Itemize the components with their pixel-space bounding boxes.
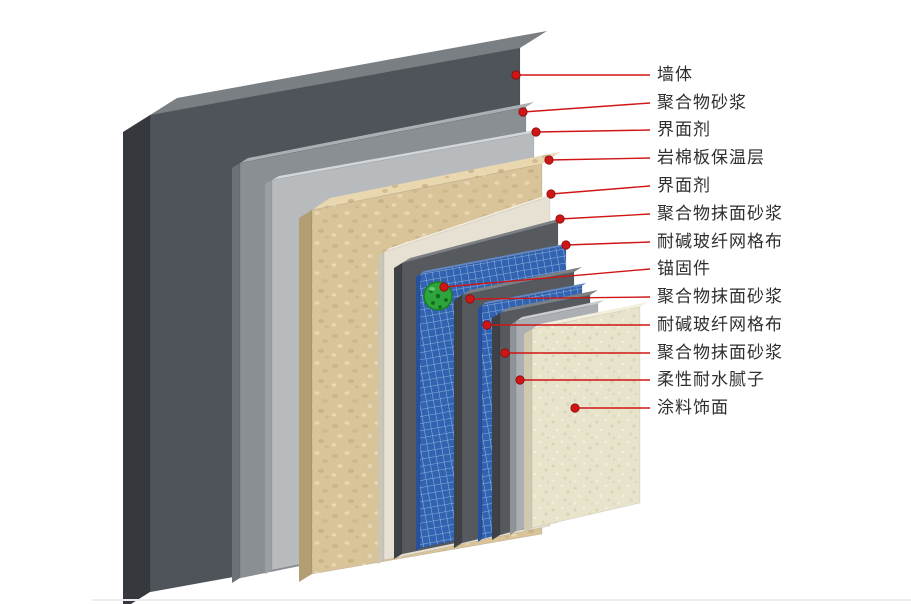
paint-finish-top-face	[532, 302, 648, 329]
leader-dot	[511, 70, 521, 80]
leader-dot	[555, 214, 565, 224]
leader-line	[565, 241, 651, 246]
leader-dot	[482, 320, 492, 330]
leader-line	[559, 213, 651, 220]
leader-dot	[500, 348, 510, 358]
render-mortar-2-left-face	[454, 295, 462, 548]
wall-top-face	[150, 31, 547, 115]
glassfiber-mesh-2-left-face	[478, 305, 482, 542]
polymer-mortar-1-left-face	[232, 163, 240, 583]
render-mortar-3-top-face	[500, 290, 598, 313]
leader-dot	[544, 155, 554, 165]
paint-finish-left-face	[524, 329, 532, 533]
leader-dot	[465, 294, 475, 304]
leader-dot	[439, 282, 449, 292]
leader-dot	[531, 127, 541, 137]
leader-dot	[570, 403, 580, 413]
flexible-putty-left-face	[510, 321, 516, 535]
paint-finish-texture	[532, 307, 640, 528]
render-mortar-3-left-face	[492, 313, 500, 540]
interface-agent-2-left-face	[378, 252, 384, 564]
glassfiber-mesh-1-top-face	[420, 243, 570, 274]
flexible-putty-top-face	[516, 300, 604, 321]
layer-paint-finish	[524, 302, 648, 533]
render-mortar-1-left-face	[394, 263, 402, 559]
leader-line	[469, 296, 651, 300]
rockwool-left-face	[299, 210, 312, 582]
leader-dot	[546, 189, 556, 199]
leader-line	[548, 157, 651, 161]
anchor-ring	[423, 281, 453, 311]
leader-dot	[518, 107, 528, 117]
ground-line	[92, 599, 911, 601]
leader-dots	[439, 70, 580, 413]
render-mortar-2-top-face	[462, 267, 582, 295]
leader-lines	[443, 74, 651, 409]
wall-left-face	[123, 115, 150, 604]
leader-line	[443, 268, 651, 288]
interface-agent-1-left-face	[265, 180, 272, 574]
polymer-mortar-1-top-face	[240, 102, 534, 163]
interface-agent-1-top-face	[272, 129, 541, 180]
anchor-highlight	[429, 287, 435, 291]
leader-line	[535, 129, 651, 133]
glassfiber-mesh-1-left-face	[416, 274, 420, 551]
interface-agent-2-top-face	[384, 192, 556, 252]
render-mortar-1-top-face	[402, 217, 566, 263]
glassfiber-mesh-2-top-face	[482, 283, 586, 305]
leader-dot	[515, 375, 525, 385]
leader-line	[550, 185, 651, 195]
leader-line	[522, 102, 651, 113]
leader-dot	[561, 240, 571, 250]
rockwool-top-texture	[312, 152, 560, 210]
